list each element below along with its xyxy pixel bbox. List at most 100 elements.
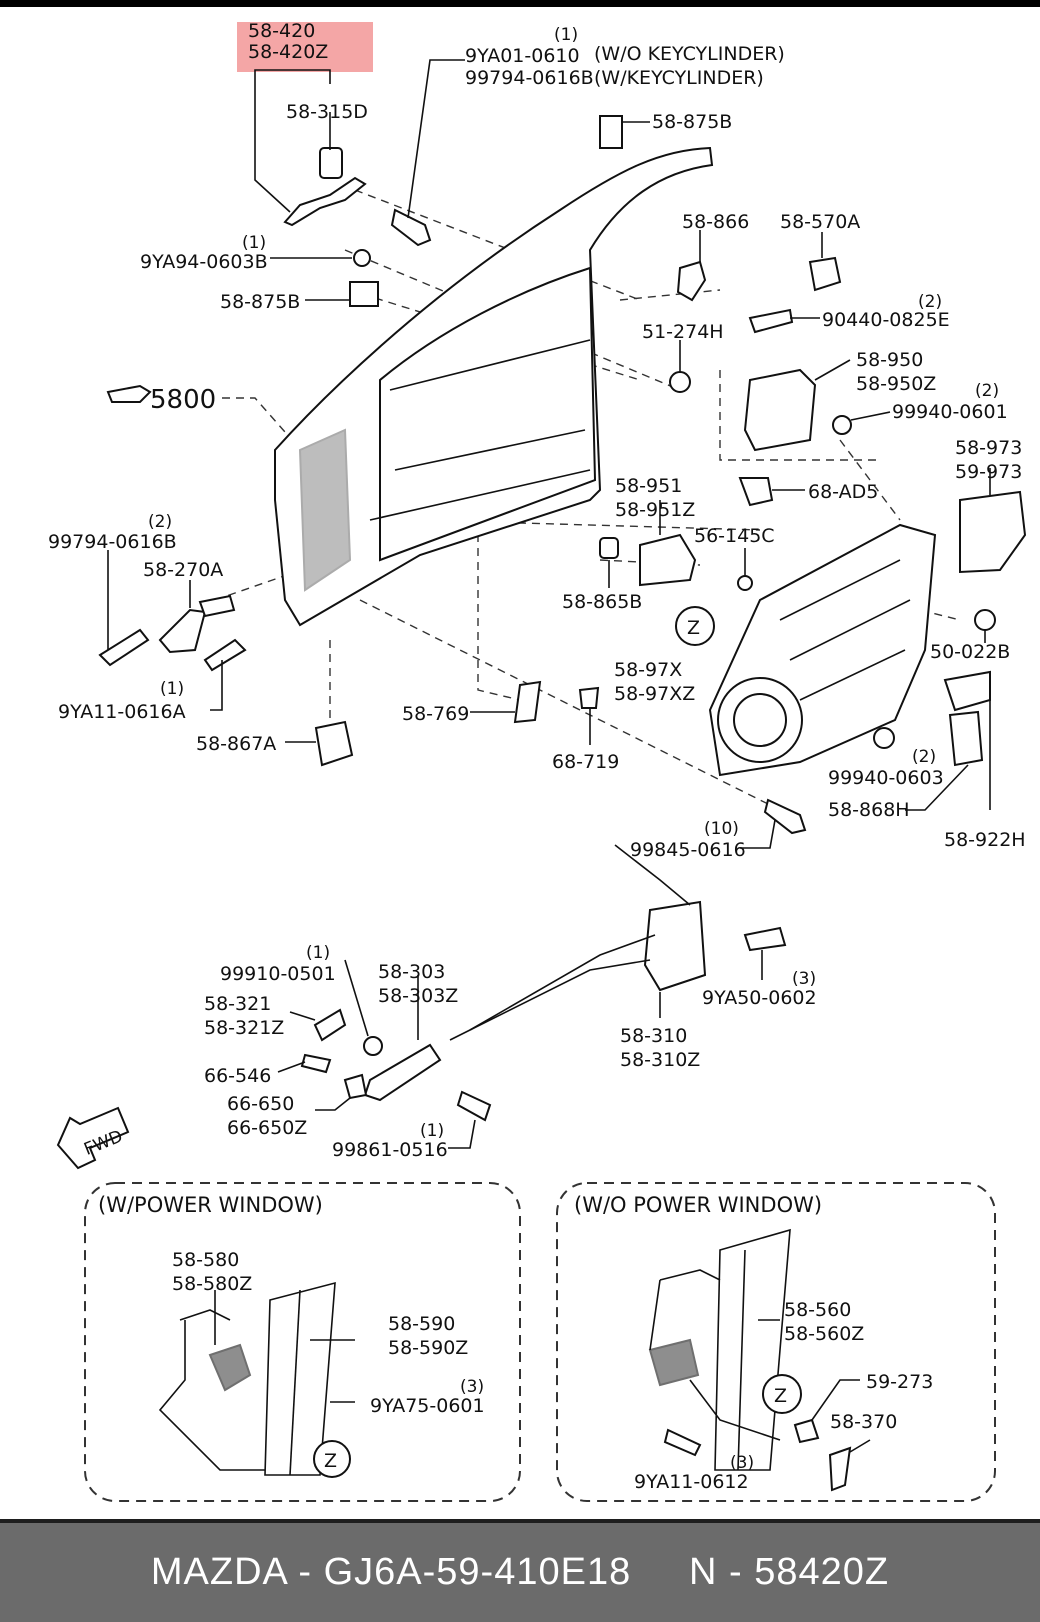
footer-bar: MAZDA - GJ6A-59-410E18 N - 58420Z — [0, 1519, 1040, 1622]
power-window-box — [84, 1182, 521, 1502]
label-51274h: 51-274H — [642, 321, 724, 343]
label-58951: 58-951 — [615, 475, 682, 497]
label-59973: 59-973 — [955, 461, 1022, 483]
latch-assembly-part — [449, 844, 707, 1041]
label-99940-0603: 99940-0603 — [828, 767, 944, 789]
label-9ya50: 9YA50-0602 — [702, 987, 817, 1009]
fwd-arrow-icon — [56, 1106, 130, 1170]
label-58950: 58-950 — [856, 349, 923, 371]
label-66650: 66-650 — [227, 1093, 294, 1115]
label-99861: 99861-0516 — [332, 1139, 448, 1161]
cover-58922h — [943, 670, 991, 712]
bolt-9ya50 — [743, 926, 787, 952]
label-58321z: 58-321Z — [204, 1017, 284, 1039]
label-58315d: 58-315D — [286, 101, 368, 123]
label-90440: 90440-0825E — [822, 309, 950, 331]
label-58951z: 58-951Z — [615, 499, 695, 521]
module-58950 — [743, 368, 817, 452]
label-58310: 58-310 — [620, 1025, 687, 1047]
pad-58875b-left — [349, 281, 379, 307]
label-68ad5: 68-AD5 — [808, 481, 878, 503]
label-58580z: 58-580Z — [172, 1273, 252, 1295]
top-border — [0, 0, 1040, 7]
door-frame-part — [274, 146, 714, 627]
label-58420z: 58-420Z — [248, 41, 328, 63]
label-58922h: 58-922H — [944, 829, 1026, 851]
nut-99910 — [363, 1036, 383, 1056]
label-66546: 66-546 — [204, 1065, 271, 1087]
label-qty3a: (3) — [792, 969, 816, 989]
footer-part-info: MAZDA - GJ6A-59-410E18 N - 58420Z — [150, 1551, 890, 1593]
clip-58865b — [599, 537, 619, 559]
label-qty3c: (3) — [730, 1453, 754, 1473]
label-w-power: (W/POWER WINDOW) — [98, 1193, 323, 1217]
label-qty2b: (2) — [975, 381, 999, 401]
parts-diagram: 58-420 58-420Z 58-315D (1) 9YA01-0610 (W… — [0, 7, 1040, 1519]
label-58950z: 58-950Z — [856, 373, 936, 395]
label-w-key: (W/KEYCYLINDER) — [594, 67, 764, 89]
clip-68ad5 — [738, 477, 774, 507]
label-58866: 58-866 — [682, 211, 749, 233]
carrier-panel-part — [708, 523, 937, 777]
manual-window-regulator — [648, 1228, 871, 1492]
part-58321 — [313, 1008, 347, 1042]
screw-99861 — [456, 1090, 492, 1122]
label-58310z: 58-310Z — [620, 1049, 700, 1071]
label-58769: 58-769 — [402, 703, 469, 725]
bolt-99794-left — [98, 628, 150, 667]
label-58868h: 58-868H — [828, 799, 910, 821]
label-58867a: 58-867A — [196, 733, 276, 755]
label-qty1e: (1) — [420, 1121, 444, 1141]
screw-9ya01 — [390, 59, 465, 247]
plug-58868h — [948, 710, 984, 767]
label-qty1b: (1) — [242, 233, 266, 253]
label-wo-key: (W/O KEYCYLINDER) — [594, 43, 785, 65]
screw-66546 — [300, 1053, 332, 1074]
label-58570a: 58-570A — [780, 211, 860, 233]
label-qty10: (10) — [704, 819, 739, 839]
label-qty3b: (3) — [460, 1377, 484, 1397]
label-99910: 99910-0501 — [220, 963, 336, 985]
label-zone-z3: Z — [774, 1385, 787, 1407]
label-58865b: 58-865B — [562, 591, 642, 613]
grommet-51274h — [669, 371, 691, 393]
label-9ya11-0616a: 9YA11-0616A — [58, 701, 186, 723]
bolt-90440 — [748, 308, 794, 334]
clip-58866 — [676, 260, 707, 302]
part-highlight — [237, 22, 373, 72]
striker-58867a — [314, 720, 354, 767]
manual-window-box — [556, 1182, 996, 1502]
label-58420: 58-420 — [248, 20, 315, 42]
label-50022b: 50-022B — [930, 641, 1010, 663]
bolt-99845 — [763, 798, 807, 835]
checker-58270a — [158, 580, 236, 654]
label-9ya11-0612: 9YA11-0612 — [634, 1471, 749, 1493]
outside-handle-part — [254, 69, 367, 227]
hand-icon — [106, 384, 152, 403]
label-68719: 68-719 — [552, 751, 619, 773]
nut-9ya94 — [270, 249, 371, 267]
pad-58875b-top — [599, 115, 623, 149]
label-58973: 58-973 — [955, 437, 1022, 459]
label-99794-top: 99794-0616B — [465, 67, 594, 89]
label-qty1a: (1) — [554, 25, 578, 45]
label-58303: 58-303 — [378, 961, 445, 983]
label-59273: 59-273 — [866, 1371, 933, 1393]
label-66650z: 66-650Z — [227, 1117, 307, 1139]
label-9ya94: 9YA94-0603B — [140, 251, 268, 273]
label-9ya01: 9YA01-0610 — [465, 45, 580, 67]
label-58590: 58-590 — [388, 1313, 455, 1335]
label-58875b-left: 58-875B — [220, 291, 300, 313]
label-5897x: 58-97X — [614, 659, 682, 681]
label-58303z: 58-303Z — [378, 985, 458, 1007]
label-58580: 58-580 — [172, 1249, 239, 1271]
label-qty2d: (2) — [912, 747, 936, 767]
label-zone-z: Z — [687, 617, 700, 639]
label-5800: 5800 — [150, 385, 216, 415]
seal-58769 — [513, 680, 542, 724]
clip-56145c — [737, 575, 753, 591]
nut-99940-0601 — [832, 415, 852, 435]
label-99845: 99845-0616 — [630, 839, 746, 861]
label-wo-power: (W/O POWER WINDOW) — [574, 1193, 822, 1217]
label-zone-z2: Z — [324, 1450, 337, 1472]
